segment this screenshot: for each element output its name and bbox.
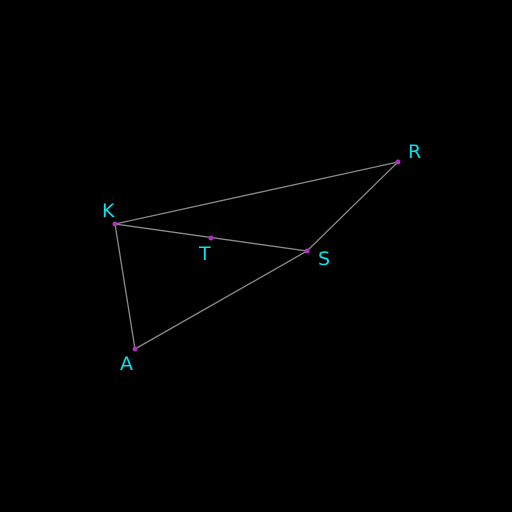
point-A (132, 346, 138, 352)
point-T (208, 235, 214, 241)
label-A: A (120, 353, 133, 375)
label-T: T (198, 243, 211, 265)
label-R: R (408, 141, 421, 163)
segment-R-S (306, 161, 399, 252)
label-S: S (318, 248, 330, 270)
segment-S-A (134, 250, 308, 350)
point-S (304, 248, 310, 254)
segment-K-R (114, 161, 399, 225)
segment-K-A (114, 223, 136, 350)
point-R (395, 159, 401, 165)
point-K (112, 221, 118, 227)
label-K: K (102, 200, 115, 222)
